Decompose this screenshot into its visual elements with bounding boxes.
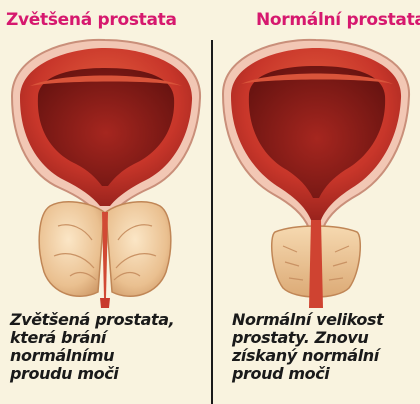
caption-line: Normální velikost [232, 311, 416, 329]
caption-line: získaný normální [232, 347, 416, 365]
enlarged-prostate-caption: Zvětšená prostata, která brání normálním… [10, 311, 206, 383]
urethra-below [100, 298, 110, 308]
prostate-left-lobe [39, 202, 104, 297]
enlarged-prostate-illustration [0, 36, 210, 308]
compressed-urethra [102, 212, 108, 298]
caption-line: normálnímu [10, 347, 206, 365]
caption-line: která brání [10, 329, 206, 347]
urethra [309, 220, 323, 308]
normal-prostate-heading: Normální prostata [256, 10, 420, 30]
normal-prostate-caption: Normální velikost prostaty. Znovu získan… [232, 311, 416, 383]
caption-line: proud moči [232, 365, 416, 383]
enlarged-prostate-heading: Zvětšená prostata [6, 10, 177, 30]
normal-prostate-illustration [213, 36, 420, 308]
caption-line: proudu moči [10, 365, 206, 383]
prostate-right-lobe [106, 202, 171, 297]
caption-line: prostaty. Znovu [232, 329, 416, 347]
caption-line: Zvětšená prostata, [10, 311, 206, 329]
